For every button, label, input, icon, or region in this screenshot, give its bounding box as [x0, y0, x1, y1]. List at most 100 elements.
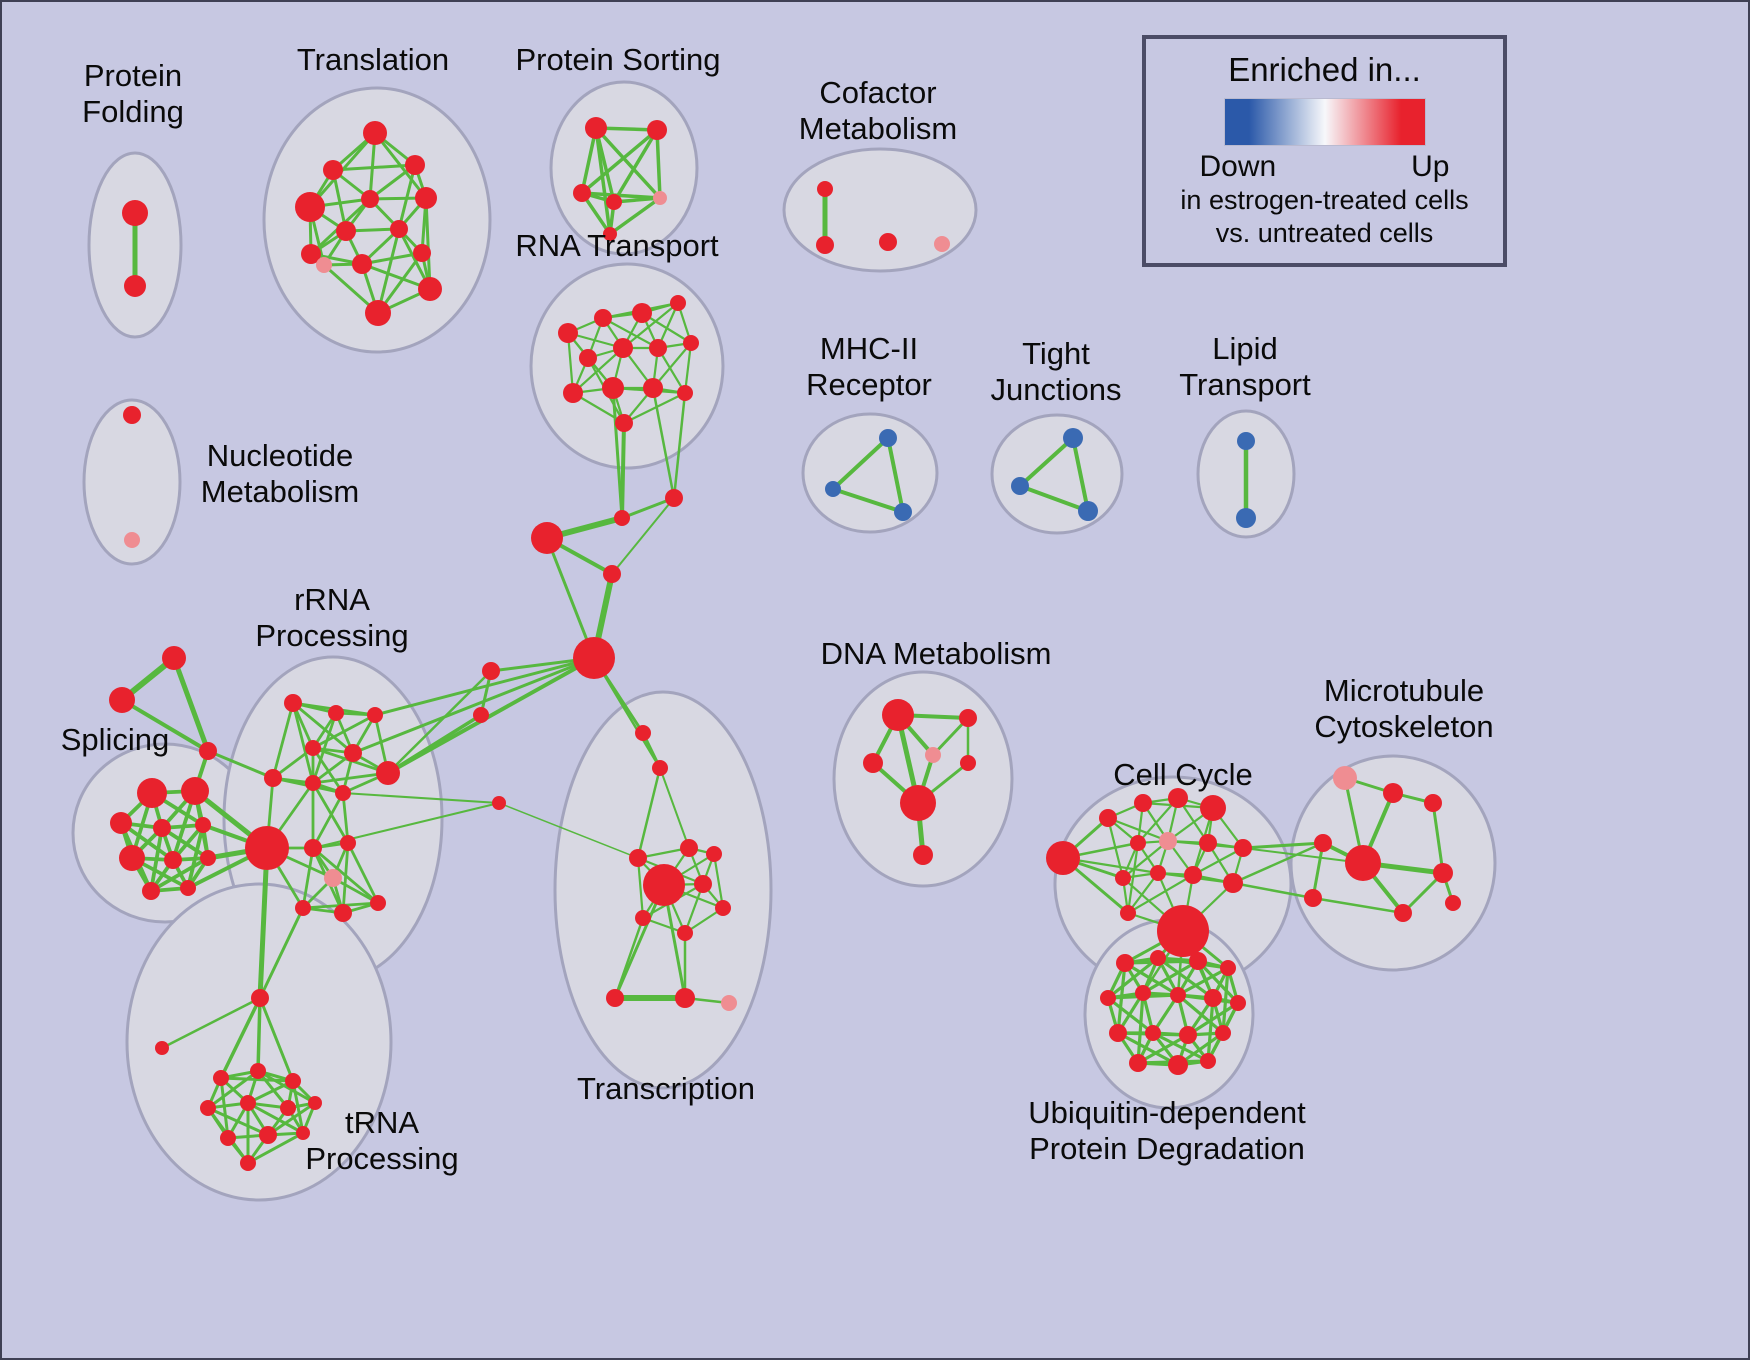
- network-node: [367, 707, 383, 723]
- network-node: [155, 1041, 169, 1055]
- network-edge: [331, 168, 348, 233]
- network-node: [413, 244, 431, 262]
- network-edge: [1156, 956, 1215, 1000]
- network-node: [280, 1100, 296, 1116]
- network-node: [405, 155, 425, 175]
- network-node: [482, 662, 500, 680]
- cluster-label-nucleotide-metabolism: Metabolism: [201, 474, 360, 509]
- network-edge: [1126, 871, 1160, 915]
- network-node: [308, 1096, 322, 1110]
- network-edge: [1018, 484, 1090, 513]
- network-node: [251, 989, 269, 1007]
- network-node: [264, 769, 282, 787]
- network-node: [1145, 1025, 1161, 1041]
- network-node: [200, 1100, 216, 1116]
- network-node: [653, 191, 667, 205]
- network-node: [124, 275, 146, 297]
- network-edge: [672, 391, 687, 500]
- network-node: [706, 846, 722, 862]
- network-node: [119, 845, 145, 871]
- network-node: [579, 349, 597, 367]
- layer-nodes: [109, 117, 1461, 1171]
- network-node: [240, 1095, 256, 1111]
- network-edge: [256, 1069, 317, 1105]
- network-node: [110, 812, 132, 834]
- network-edge: [1151, 1031, 1210, 1063]
- network-edge: [1206, 996, 1215, 1063]
- network-edge: [386, 656, 596, 775]
- network-node: [1215, 1025, 1231, 1041]
- network-node: [925, 747, 941, 763]
- network-edge: [291, 701, 355, 755]
- network-node: [594, 309, 612, 327]
- network-node: [340, 835, 356, 851]
- network-edge: [611, 386, 624, 520]
- network-edge: [1126, 841, 1140, 915]
- network-node: [1168, 1055, 1188, 1075]
- network-edge: [219, 1076, 230, 1140]
- network-node: [352, 254, 372, 274]
- cluster-label-ubiquitin-degradation: Ubiquitin-dependent: [1028, 1095, 1306, 1130]
- network-node: [606, 989, 624, 1007]
- network-edge: [1121, 839, 1170, 880]
- network-node: [879, 233, 897, 251]
- network-node: [1130, 835, 1146, 851]
- network-edge: [1136, 796, 1180, 845]
- network-node: [825, 481, 841, 497]
- network-edge: [1176, 993, 1225, 1035]
- network-node: [882, 699, 914, 731]
- network-edge: [266, 1101, 317, 1137]
- network-node: [1135, 985, 1151, 1001]
- network-node: [1424, 794, 1442, 812]
- network-node: [573, 184, 591, 202]
- network-node: [1099, 809, 1117, 827]
- network-edge: [386, 669, 493, 775]
- network-node: [1184, 866, 1202, 884]
- network-edge: [246, 1101, 305, 1135]
- network-node: [324, 869, 342, 887]
- network-edge: [621, 301, 680, 350]
- network-edge: [655, 128, 662, 200]
- cluster-label-trna-processing: Processing: [305, 1141, 458, 1176]
- network-node: [370, 895, 386, 911]
- network-node: [285, 1073, 301, 1089]
- network-node: [1223, 873, 1243, 893]
- network-node: [558, 323, 578, 343]
- network-edge: [341, 841, 350, 915]
- network-node: [1236, 508, 1256, 528]
- network-edge: [219, 996, 262, 1080]
- cluster-label-lipid-transport: Transport: [1179, 367, 1311, 402]
- network-edge: [1136, 1033, 1190, 1065]
- network-edge: [160, 996, 262, 1050]
- cluster-label-rrna-processing: Processing: [255, 618, 408, 653]
- network-node: [240, 1155, 256, 1171]
- network-node: [301, 244, 321, 264]
- network-edge: [1176, 966, 1230, 997]
- network-edge: [580, 128, 659, 195]
- network-node: [1116, 954, 1134, 972]
- network-edge: [1311, 896, 1405, 915]
- legend-caption-line1: in estrogen-treated cells: [1180, 185, 1469, 215]
- cluster-label-microtubule-cytoskeleton: Microtubule: [1324, 673, 1484, 708]
- legend-caption-line2: vs. untreated cells: [1215, 218, 1434, 248]
- network-edge: [311, 791, 345, 850]
- network-node: [816, 236, 834, 254]
- network-node: [137, 778, 167, 808]
- legend-up-label: Up: [1411, 150, 1450, 183]
- legend-box: Enriched in... Down Up in estrogen-treat…: [1142, 35, 1507, 267]
- network-node: [606, 194, 622, 210]
- network-node: [418, 277, 442, 301]
- network-node: [335, 785, 351, 801]
- network-edge: [376, 227, 401, 315]
- network-node: [960, 755, 976, 771]
- network-node: [1046, 841, 1080, 875]
- network-node: [245, 826, 289, 870]
- network-node: [1345, 845, 1381, 881]
- cluster-label-protein-folding: Folding: [82, 94, 184, 129]
- network-edge: [331, 163, 417, 172]
- network-node: [153, 819, 171, 837]
- network-node: [694, 875, 712, 893]
- network-node: [250, 1063, 266, 1079]
